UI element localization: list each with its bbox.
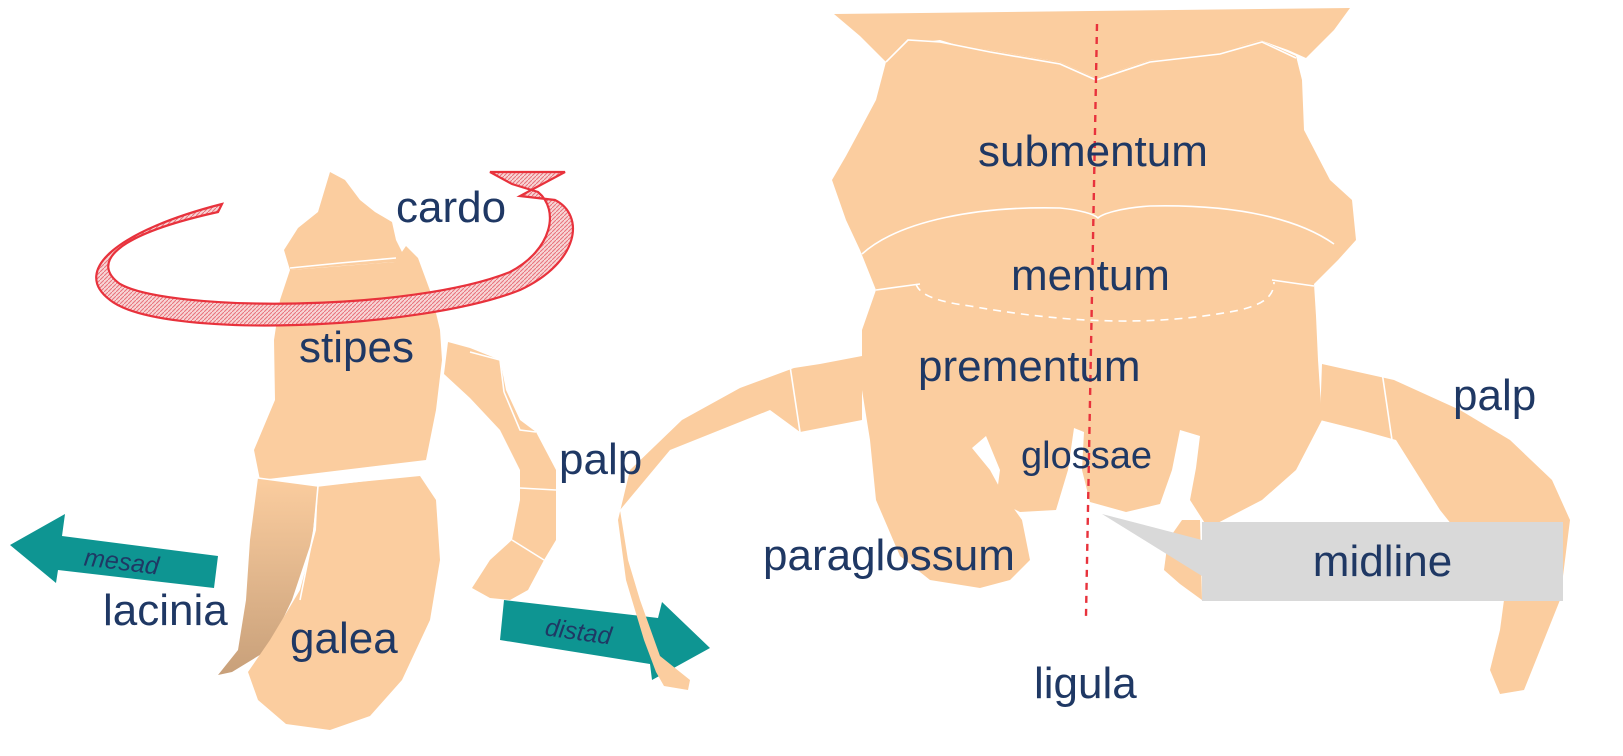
midline-callout: midline [1202, 522, 1563, 601]
label-midline: midline [1313, 537, 1452, 587]
label-lacinia: lacinia [103, 589, 228, 633]
label-glossae: glossae [1021, 437, 1152, 475]
label-palp-labial: palp [1453, 374, 1536, 418]
label-submentum: submentum [978, 130, 1208, 174]
label-mentum: mentum [1011, 254, 1170, 298]
cardo-shape [284, 172, 404, 270]
label-galea: galea [290, 617, 398, 661]
label-palp-maxillary: palp [559, 438, 642, 482]
label-ligula: ligula [1034, 662, 1137, 706]
label-stipes: stipes [299, 326, 414, 370]
labium-body-shape [832, 40, 1356, 588]
maxillary-palp-shape [444, 342, 556, 600]
label-prementum: prementum [918, 345, 1141, 389]
label-paraglossum: paraglossum [763, 534, 1015, 578]
label-cardo: cardo [396, 186, 506, 230]
